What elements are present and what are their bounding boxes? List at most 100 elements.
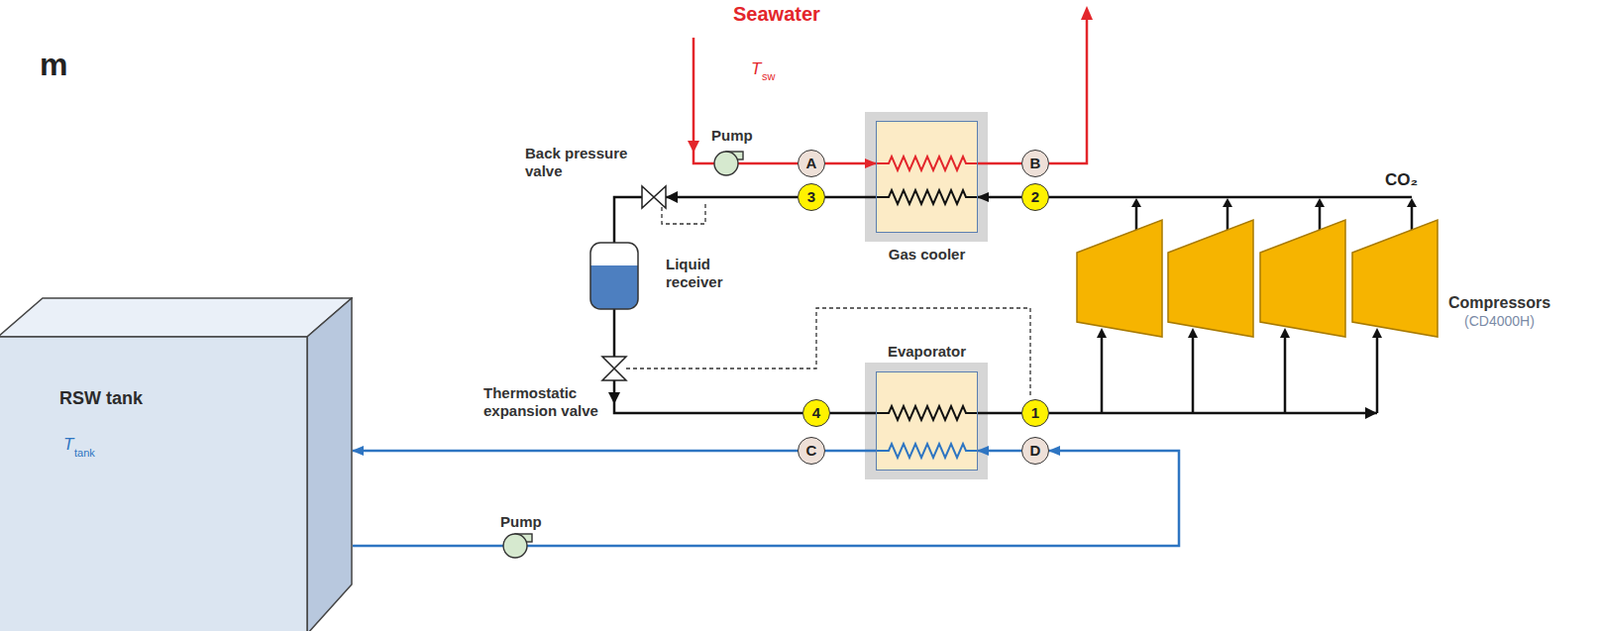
flow-arrowhead: [1280, 327, 1290, 338]
pump-symbol: [503, 533, 528, 558]
pump-symbol: [714, 151, 739, 176]
co2-pipe: [614, 380, 803, 414]
state-point-label: C: [806, 441, 818, 460]
co2-pipe: [614, 197, 642, 243]
label-holder: Pump: [500, 513, 542, 532]
co2-coil: [875, 406, 978, 421]
flow-arrowhead: [608, 392, 621, 405]
compressor-bodies: [1076, 219, 1438, 337]
valve-symbol: [641, 186, 654, 209]
part-label: Back pressure valve: [525, 144, 648, 181]
part-label: Compressors: [1448, 293, 1551, 313]
co2-discharge-pipe: [1049, 196, 1412, 200]
gas-cooler-frame: [864, 111, 988, 242]
tank-side-face: [307, 298, 352, 631]
rsw-tank: RSW tankTtank: [0, 297, 353, 631]
valve-symbol: [602, 356, 627, 369]
part-label: Pump: [711, 126, 753, 145]
state-point-circle: 3: [797, 183, 826, 212]
part-label: T: [750, 59, 761, 80]
pipe-connector: [977, 196, 1022, 200]
flow-arrowhead: [1096, 327, 1107, 338]
compressor-symbol: [1076, 219, 1163, 337]
label-holder: (CD4000H): [1464, 313, 1535, 330]
heading-holder: Gas cooler: [888, 245, 966, 264]
state-point-label: 3: [807, 188, 816, 207]
part-label: CO₂: [1385, 170, 1418, 191]
co2-coil: [875, 190, 978, 205]
component-heading: Gas cooler: [888, 245, 966, 264]
valve-symbol: [653, 186, 666, 209]
state-point-circle: C: [797, 436, 826, 465]
flow-arrowhead: [1131, 198, 1142, 208]
receiver-liquid: [590, 265, 639, 310]
pipe-connector: [977, 412, 1022, 416]
state-point-label: 1: [1031, 404, 1040, 423]
state-point-label: 2: [1031, 188, 1040, 207]
label-holder: T: [750, 59, 761, 80]
flow-arrowhead: [1187, 327, 1198, 338]
heat-exchanger-box: Gas cooler: [875, 120, 978, 233]
heading-holder: Evaporator: [887, 342, 966, 361]
state-point-label: B: [1030, 154, 1042, 173]
seawater-coil: [875, 156, 978, 171]
tank-text-holder: T: [63, 434, 74, 455]
flow-arrowhead: [1372, 327, 1383, 338]
state-point-label: 4: [812, 404, 821, 423]
pipe-connector: [825, 162, 876, 166]
evaporator-frame: [864, 362, 988, 480]
gas-cooler-fill: [875, 120, 978, 233]
receiver-outline: [590, 242, 639, 310]
flow-arrowhead: [665, 191, 678, 204]
label-holder: m: [39, 45, 68, 84]
state-point-circle: 1: [1021, 399, 1050, 427]
rsw-coil: [875, 443, 978, 458]
state-point-circle: 2: [1021, 183, 1050, 212]
pipe-connector: [830, 412, 876, 416]
label-holder: Back pressure valve: [525, 144, 648, 181]
part-label: Thermostatic expansion valve: [483, 384, 607, 421]
part-label: Liquid receiver: [665, 255, 742, 292]
label-holder: sw: [761, 70, 775, 84]
flow-arrowhead: [1080, 5, 1093, 20]
state-point-circle: A: [797, 149, 826, 178]
seawater-inlet-pipe: [693, 37, 798, 164]
pipe-connector: [352, 449, 798, 453]
tank-name: RSW tank: [59, 388, 143, 411]
state-point-circle: 4: [802, 399, 831, 427]
pipe-connector: [825, 196, 876, 200]
temperature-symbol: tank: [74, 446, 96, 460]
tank-text-holder: tank: [74, 446, 96, 460]
part-label: Pump: [500, 513, 542, 532]
label-holder: CO₂: [1385, 170, 1418, 191]
flow-arrowhead: [1314, 198, 1325, 208]
receiver-body: [590, 242, 639, 310]
compressor-symbol: [1168, 219, 1254, 337]
control-line: [661, 203, 706, 224]
compressor-symbol: [1260, 219, 1346, 337]
part-label: (CD4000H): [1464, 313, 1535, 330]
part-label: Seawater: [733, 1, 821, 26]
flow-arrowhead: [1222, 198, 1233, 208]
flow-arrowhead: [687, 140, 700, 153]
state-point-circle: D: [1021, 436, 1050, 465]
compressor-symbol: [1352, 219, 1438, 337]
pipe-connector: [825, 449, 876, 453]
compressor-outlet-pipe: [1136, 205, 1412, 230]
flow-arrowhead: [1406, 198, 1417, 208]
sensing-line: [626, 308, 1031, 398]
tank-text-holder: RSW tank: [59, 388, 143, 411]
pipe-connector: [977, 162, 1022, 166]
state-point-label: A: [806, 154, 818, 173]
state-point-circle: B: [1021, 149, 1050, 178]
label-holder: Pump: [711, 126, 753, 145]
tank-front-face: [0, 336, 308, 631]
label-holder: Liquid receiver: [665, 255, 742, 292]
flow-arrowhead: [1365, 407, 1378, 420]
part-label: sw: [761, 70, 775, 84]
label-holder: Thermostatic expansion valve: [483, 384, 607, 421]
component-heading: Evaporator: [887, 342, 966, 361]
pipe-connector: [977, 449, 1022, 453]
label-holder: Compressors: [1448, 293, 1551, 313]
heat-exchanger-box: Evaporator: [875, 371, 978, 471]
